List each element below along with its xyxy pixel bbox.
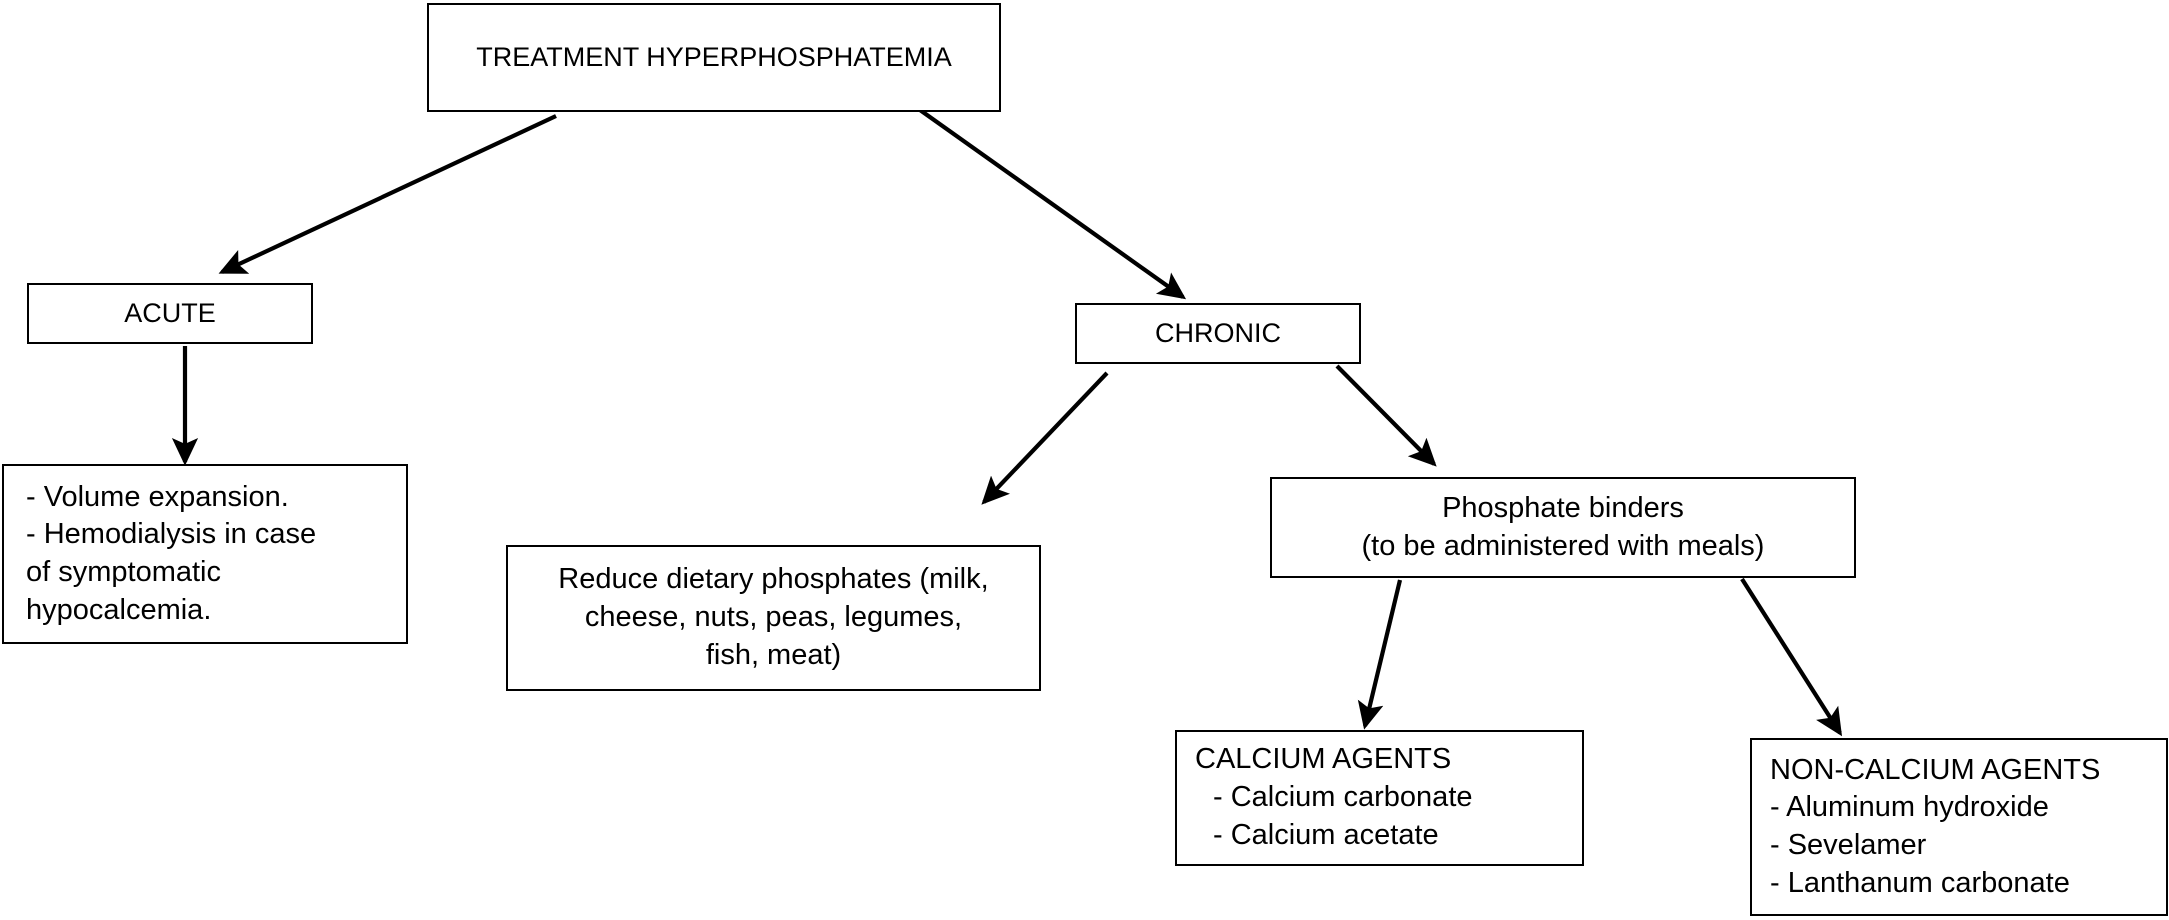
node-chronic-line-0: CHRONIC <box>1155 317 1281 348</box>
calcium-agents-heading: CALCIUM AGENTS <box>1195 743 1452 776</box>
edge-root-to-acute <box>218 114 557 274</box>
binders-line-1: (to be administered with meals) <box>1361 529 1765 562</box>
acute-treatment-line-2: of symptomatic <box>26 556 221 588</box>
binders-line-0: Phosphate binders <box>1442 491 1684 524</box>
non-calcium-agents-item-1: - Sevelamer <box>1770 829 1927 861</box>
edge-chronic-to-diet <box>981 371 1109 505</box>
non-calcium-agents-heading: NON-CALCIUM AGENTS <box>1770 753 2101 786</box>
calcium-agents-item-1: - Calcium acetate <box>1213 818 1439 851</box>
node-non-calcium-agents[interactable]: NON-CALCIUM AGENTS - Aluminum hydroxide … <box>1750 738 2168 916</box>
node-treatment-hyperphosphatemia[interactable]: TREATMENT HYPERPHOSPHATEMIA <box>427 3 1001 112</box>
non-calcium-agents-item-0: - Aluminum hydroxide <box>1770 791 2049 824</box>
diet-line-2: fish, meat) <box>705 638 842 671</box>
node-acute-line-0: ACUTE <box>124 297 216 328</box>
acute-treatment-line-1: - Hemodialysis in case <box>26 518 317 551</box>
node-acute[interactable]: ACUTE <box>27 283 313 344</box>
edge-chronic-to-binders <box>1335 364 1437 467</box>
diet-line-0: Reduce dietary phosphates (milk, <box>558 563 989 596</box>
node-acute-treatment[interactable]: - Volume expansion. - Hemodialysis in ca… <box>2 464 408 644</box>
non-calcium-agents-item-2: - Lanthanum carbonate <box>1770 866 2070 899</box>
acute-treatment-line-0: - Volume expansion. <box>26 480 289 513</box>
calcium-agents-item-0: - Calcium carbonate <box>1213 781 1473 814</box>
diet-line-1: cheese, nuts, peas, legumes, <box>584 601 963 634</box>
node-phosphate-binders[interactable]: Phosphate binders (to be administered wi… <box>1270 477 1856 578</box>
acute-treatment-line-3: hypocalcemia. <box>26 593 212 626</box>
node-reduce-dietary-phosphates[interactable]: Reduce dietary phosphates (milk, cheese,… <box>506 545 1041 691</box>
edge-binders-to-calcium <box>1357 579 1403 730</box>
edge-root-to-chronic <box>918 108 1187 300</box>
node-chronic[interactable]: CHRONIC <box>1075 303 1361 364</box>
node-calcium-agents[interactable]: CALCIUM AGENTS - Calcium carbonate - Cal… <box>1175 730 1584 866</box>
node-root-line-0: TREATMENT HYPERPHOSPHATEMIA <box>476 41 952 72</box>
edge-binders-to-noncalcium <box>1740 577 1843 737</box>
